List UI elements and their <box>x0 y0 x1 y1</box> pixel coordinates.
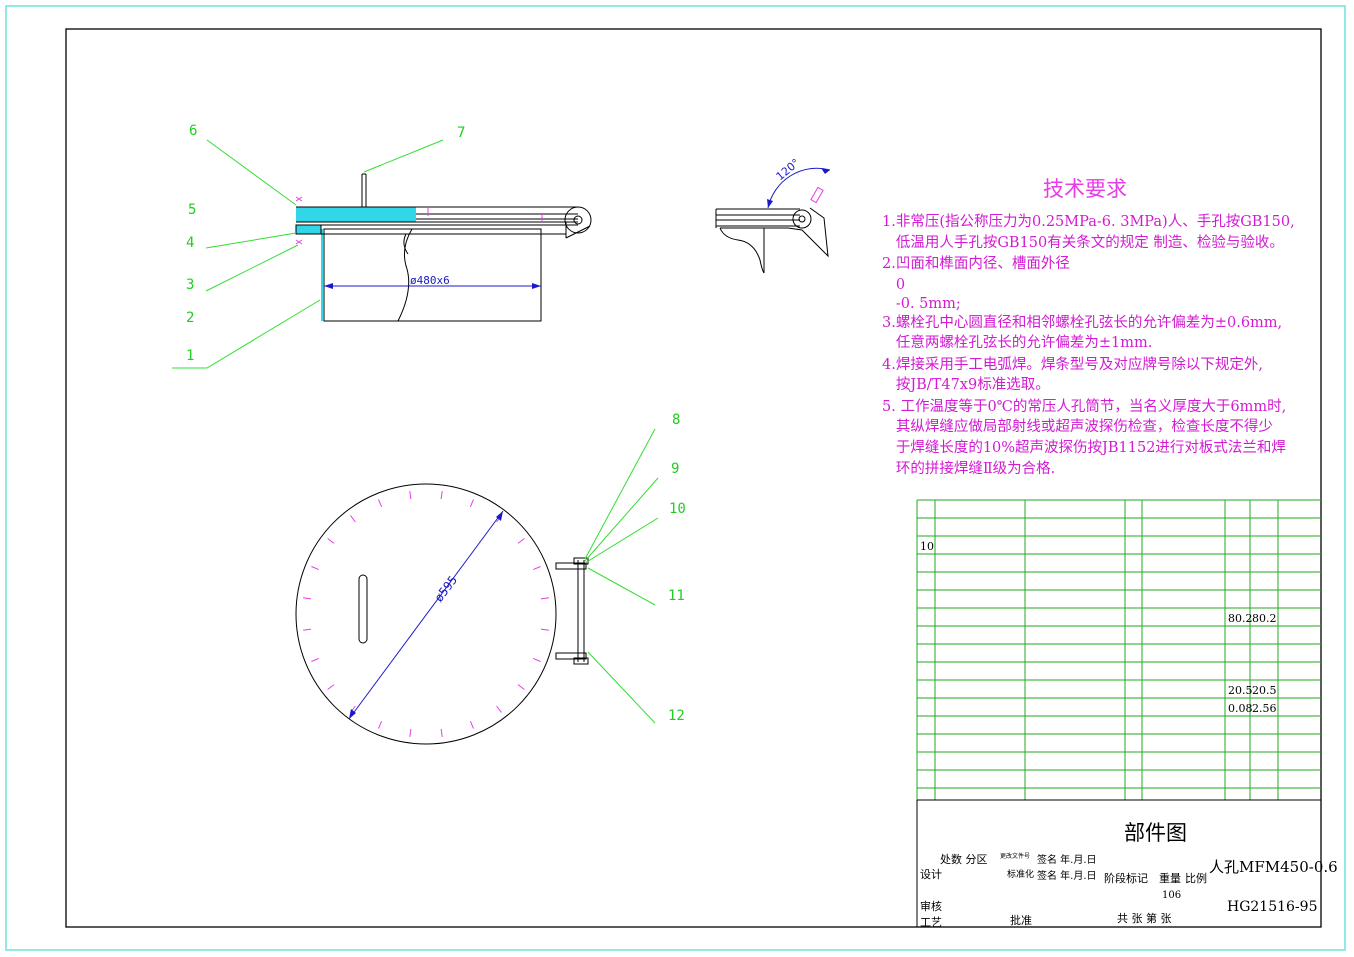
process-label: 工艺 <box>920 916 942 929</box>
sign-date-header: 签名 年.月.日 <box>1037 855 1097 866</box>
section-view <box>295 173 592 322</box>
leader-lines <box>172 139 659 724</box>
bolt-hole-tick <box>378 721 383 729</box>
title-block <box>916 799 1321 927</box>
bolt-hole-tick <box>327 684 335 690</box>
weight-label: 重量 <box>1159 872 1181 885</box>
outer-border <box>5 5 1346 951</box>
weight-unit-3: 0.08 <box>1228 702 1253 715</box>
bolt-hole-ticks <box>303 491 549 737</box>
design-label: 设计 <box>920 868 942 881</box>
bolt-hole-tick <box>311 657 319 662</box>
weight-value: 106 <box>1162 890 1182 901</box>
bolt-hole-tick <box>496 705 502 713</box>
requirement-line: 其纵焊缝应做局部射线或超声波探伤检查，检查长度不得少 <box>882 419 1273 435</box>
bolt-hole-tick <box>378 499 383 507</box>
drawing-type: 部件图 <box>1124 821 1187 845</box>
requirement-line: 1.非常压(指公称压力为0.25MPa-6. 3MPa)人、手孔按GB150, <box>882 214 1295 230</box>
bolt-hole-tick <box>440 491 443 500</box>
requirement-line: 按JB/T47x9标准选取。 <box>882 377 1050 393</box>
weight-total-2: 20.5 <box>1252 684 1277 697</box>
bolt-hole-tick <box>540 628 549 631</box>
weight-unit-1: 80.2 <box>1228 612 1253 625</box>
part-label-8: 8 <box>672 412 680 428</box>
part-label-4: 4 <box>186 235 194 251</box>
bolt-hole-tick <box>409 491 412 500</box>
bolt-hole-tick <box>533 566 541 571</box>
bolt-hole-tick <box>303 597 312 600</box>
part-label-10: 10 <box>669 501 686 517</box>
bolt-hole-tick <box>303 628 312 631</box>
dimension-text-480: ø480x6 <box>410 274 450 287</box>
bolt-hole-tick <box>469 499 474 507</box>
hinge-assembly <box>555 557 589 665</box>
requirement-line: 3.螺栓孔中心圆直径和相邻螺栓孔弦长的允许偏差为±0.6mm, <box>882 315 1283 331</box>
approve-label: 批准 <box>1010 914 1032 927</box>
requirement-line: 0 <box>882 277 906 293</box>
bolt-hole-tick <box>517 538 525 544</box>
table-row-number: 10 <box>920 540 934 553</box>
part-label-12: 12 <box>668 708 685 724</box>
sheet-count: 共 张 第 张 <box>1117 912 1172 925</box>
bolt-hole-tick <box>440 728 443 737</box>
requirement-line: 任意两螺栓孔弦长的允许偏差为±1mm. <box>882 335 1153 351</box>
requirement-line: 5. 工作温度等于0℃的常压人孔筒节，当名义厚度大于6mm时, <box>882 399 1287 415</box>
top-view <box>295 483 589 745</box>
weight-total-1: 80.2 <box>1252 612 1277 625</box>
part-label-6: 6 <box>189 123 197 139</box>
bolt-hole-tick <box>469 721 474 729</box>
requirement-line: 4.焊接采用手工电弧焊。焊条型号及对应牌号除以下规定外, <box>882 357 1263 373</box>
weight-total-3: 2.56 <box>1252 702 1277 715</box>
requirement-line: 2.凹面和榫面内径、槽面外径 <box>882 256 1070 272</box>
dimension-595 <box>348 510 504 720</box>
bolt-hole-tick <box>311 566 319 571</box>
part-label-3: 3 <box>186 277 194 293</box>
part-label-11: 11 <box>668 588 685 604</box>
bolt-hole-tick <box>533 657 541 662</box>
drawing-frame <box>65 28 1322 928</box>
bolt-hole-tick <box>540 597 549 600</box>
part-label-1: 1 <box>186 348 194 364</box>
side-detail-view <box>715 186 829 274</box>
part-label-9: 9 <box>671 461 679 477</box>
revision-header: 处数 分区 <box>940 853 988 866</box>
review-label: 审核 <box>920 900 942 913</box>
part-label-7: 7 <box>457 125 465 141</box>
cover-circle <box>295 483 557 745</box>
scale-label: 比例 <box>1185 872 1207 885</box>
part-label-2: 2 <box>186 310 194 326</box>
handle-slot <box>358 574 368 644</box>
product-name: 人孔MFM450-0.6 <box>1209 858 1338 876</box>
weight-unit-2: 20.5 <box>1228 684 1253 697</box>
requirement-line: 于焊缝长度的10%超声波探伤按JB1152进行对板式法兰和焊 <box>882 440 1286 456</box>
parts-table <box>916 499 1321 800</box>
bolt-hole-tick <box>350 515 356 523</box>
requirement-line: 低温用人手孔按GB150有关条文的规定 制造、检验与验收。 <box>882 235 1284 251</box>
bolt-hole-tick <box>327 538 335 544</box>
angle-text: 120° <box>774 156 803 183</box>
bolt-hole-tick <box>409 728 412 737</box>
requirement-line: -0. 5mm; <box>882 296 961 312</box>
requirement-line: 环的拼接焊缝Ⅱ级为合格. <box>882 461 1056 477</box>
dimension-480 <box>324 283 541 289</box>
part-label-5: 5 <box>188 202 196 218</box>
doc-number-header: 更改文件号 <box>1000 853 1031 860</box>
standardize-label: 标准化 <box>1007 870 1035 880</box>
stage-mark-label: 阶段标记 <box>1104 872 1148 885</box>
sign-date-header-2: 签名 年.月.日 <box>1037 871 1097 882</box>
angle-dimension <box>767 167 831 209</box>
tech-requirements-title: 技术要求 <box>1043 177 1127 201</box>
standard-number: HG21516-95 <box>1227 899 1318 915</box>
dimension-text-595: ø595 <box>432 573 461 605</box>
bolt-hole-tick <box>517 684 525 690</box>
